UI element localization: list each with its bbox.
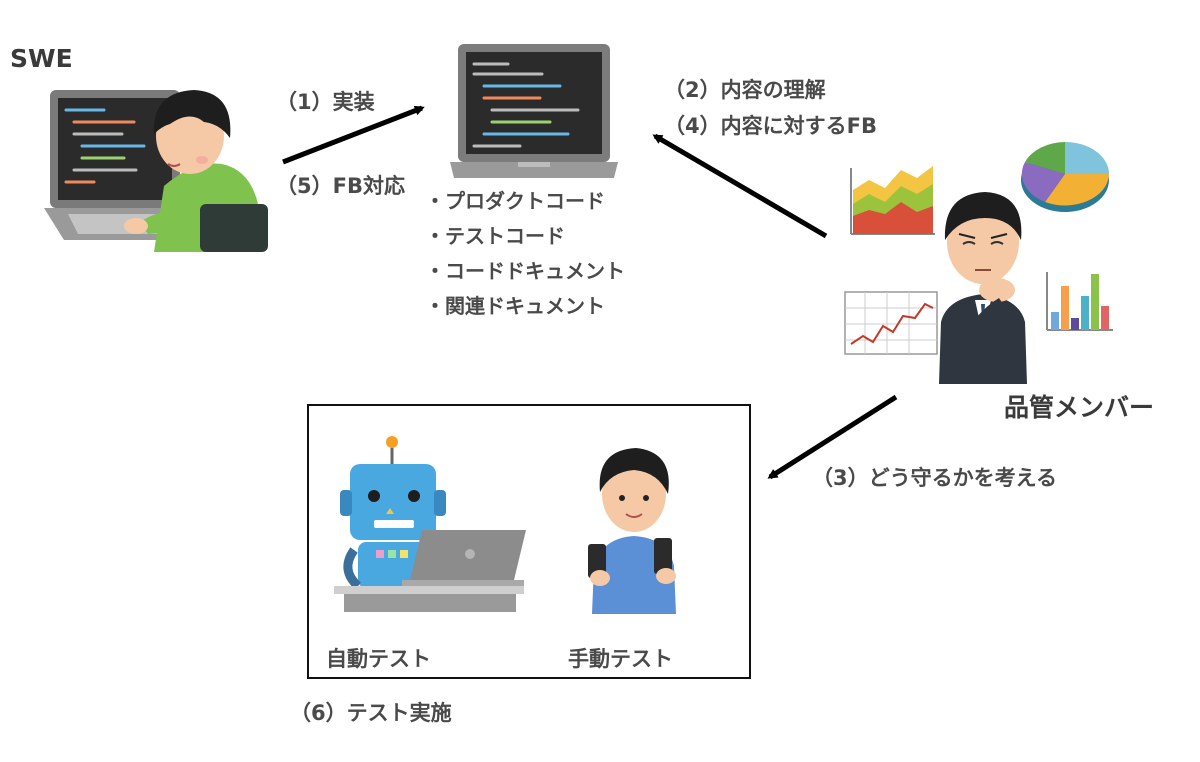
step-protect: （3）どう守るかを考える [812, 466, 1057, 490]
auto-test-label: 自動テスト [326, 647, 431, 671]
step-understand: （2）内容の理解 [664, 78, 826, 102]
code-laptop [450, 44, 618, 178]
manual-test-label: 手動テスト [568, 647, 673, 671]
deliverable-item: コードドキュメント [425, 256, 625, 291]
swe-illustration [44, 90, 268, 252]
step-feedback: （4）内容に対するFB [664, 114, 877, 138]
arrow-qa-to-tests [767, 394, 898, 480]
bar-chart-icon [1046, 272, 1113, 331]
line-chart-icon [844, 291, 938, 355]
step-implement: （1）実装 [276, 90, 375, 114]
step-fb-response: （5）FB対応 [276, 174, 405, 198]
deliverables-list: プロダクトコード テストコード コードドキュメント 関連ドキュメント [425, 186, 625, 326]
qa-illustration [844, 142, 1113, 384]
deliverable-item: テストコード [425, 221, 625, 256]
deliverable-item: プロダクトコード [425, 186, 625, 221]
deliverable-item: 関連ドキュメント [425, 291, 625, 326]
step-execute: （6）テスト実施 [290, 701, 452, 725]
qa-label: 品管メンバー [1004, 393, 1155, 422]
arrow-swe-to-code [282, 105, 425, 165]
swe-label: SWE [10, 44, 73, 73]
robot-illustration [334, 436, 526, 612]
area-chart-icon [850, 166, 935, 235]
manual-tester-illustration [588, 448, 676, 614]
arrow-qa-to-code [652, 133, 828, 239]
test-execution-box [307, 404, 751, 679]
pie-chart-icon [1021, 142, 1109, 212]
